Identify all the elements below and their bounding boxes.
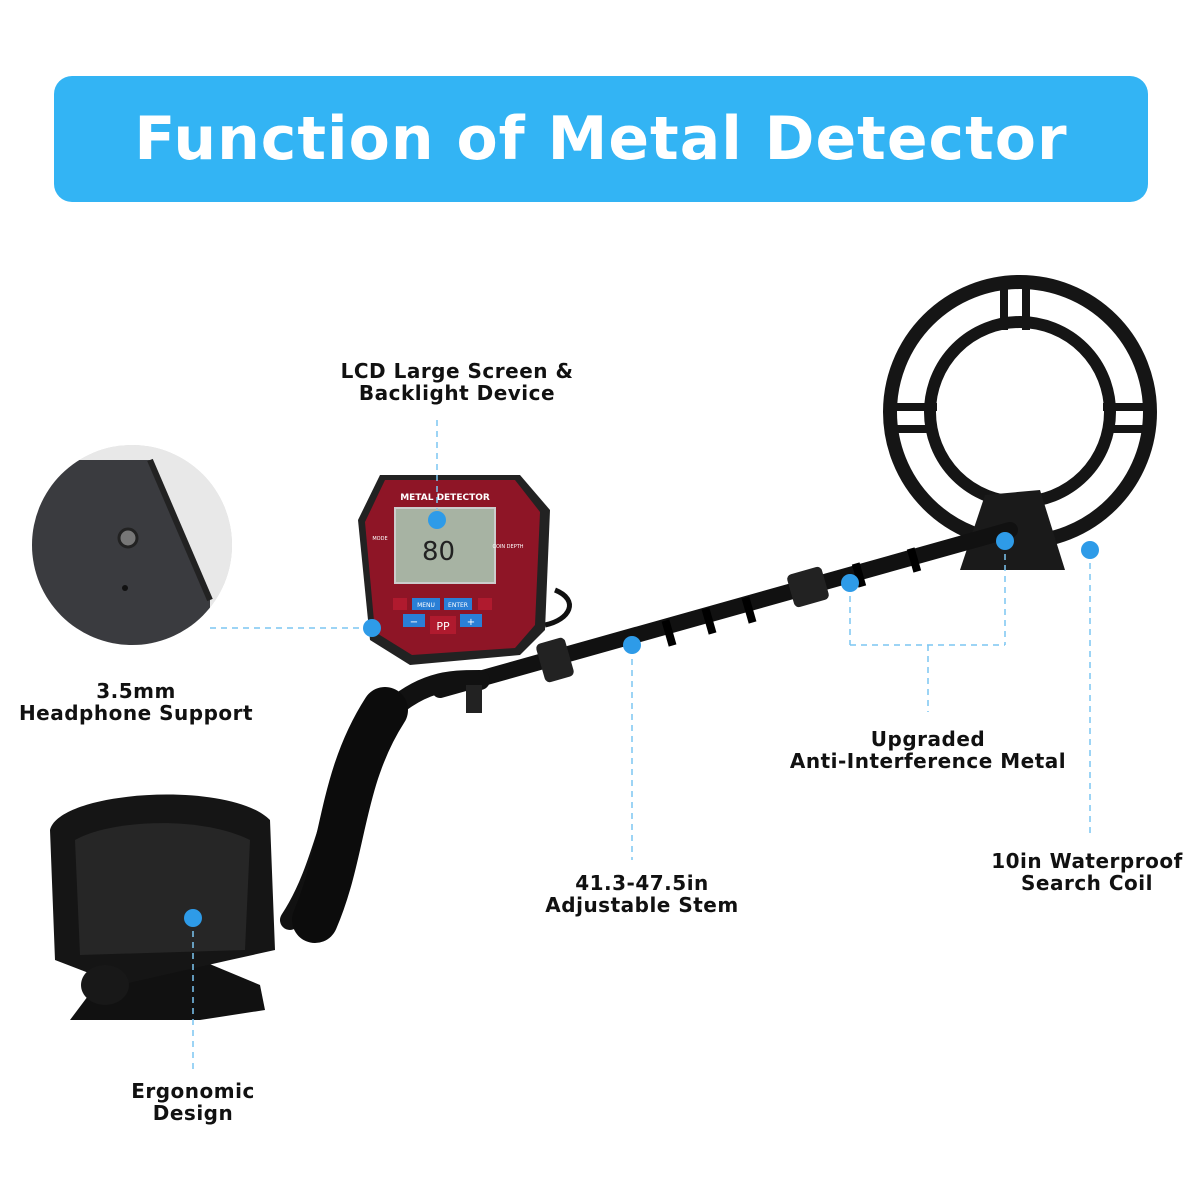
callout-dot-anti-interference [841,574,859,592]
callout-coil-line2: Search Coil [1020,871,1153,895]
control-box: METAL DETECTOR 80 MODE COIN DEPTH MENU E… [358,475,572,665]
menu-button-label: MENU [417,602,435,609]
callout-ergonomic: Ergonomic Design [131,1080,255,1124]
callout-stem-line1: 41.3-47.5in [575,871,709,895]
pp-button-label: PP [436,620,450,633]
callout-dot-coil [1081,541,1099,559]
coin-depth-label: COIN DEPTH [492,544,523,550]
power-button[interactable] [393,598,407,610]
callout-dot-headphone [363,619,381,637]
callout-coil: 10in Waterproof Search Coil [991,850,1183,894]
callout-lcd-line1: LCD Large Screen & [340,359,574,383]
callout-lines [192,420,1091,1070]
callout-anti-interference: Upgraded Anti-Interference Metal [790,728,1066,772]
plus-button[interactable] [460,614,482,627]
callout-dot-ergonomic [184,909,202,927]
callout-dot-stem [623,636,641,654]
minus-button-label: − [410,617,418,628]
callout-dot-lcd [428,511,446,529]
page-title: Function of Metal Detector [134,104,1068,174]
backlight-button[interactable] [478,598,492,610]
callout-ergonomic-line2: Design [152,1101,234,1125]
callout-ergonomic-line1: Ergonomic [131,1079,255,1103]
adjustable-stem [432,522,1018,698]
callout-dot-anti-interference-2 [996,532,1014,550]
callout-lcd-line2: Backlight Device [358,381,556,405]
search-coil [883,275,1157,570]
callout-headphone-line2: Headphone Support [18,701,254,725]
enter-button-label: ENTER [448,602,468,609]
brand-text: METAL DETECTOR [400,493,490,503]
callout-headphone-line1: 3.5mm [96,679,176,703]
callout-anti-interference-line1: Upgraded [870,727,986,751]
plus-button-label: + [467,617,475,628]
callout-stem-line2: Adjustable Stem [545,893,739,917]
title-banner: Function of Metal Detector [54,76,1148,202]
mode-label: MODE [372,536,387,542]
callout-stem: 41.3-47.5in Adjustable Stem [545,872,738,916]
callout-headphone: 3.5mm Headphone Support [19,680,253,724]
callout-anti-interference-line2: Anti-Interference Metal [789,749,1067,773]
display-value: 80 [422,537,455,567]
menu-button[interactable] [412,598,440,610]
callout-coil-line1: 10in Waterproof [991,849,1183,873]
handle [280,670,490,943]
headphone-jack-inset [32,445,232,645]
minus-button[interactable] [403,614,425,627]
enter-button[interactable] [444,598,472,610]
lcd-screen [394,507,496,584]
pp-button[interactable] [430,616,456,634]
callout-lcd: LCD Large Screen & Backlight Device [341,360,574,404]
arm-cuff [50,794,275,1020]
